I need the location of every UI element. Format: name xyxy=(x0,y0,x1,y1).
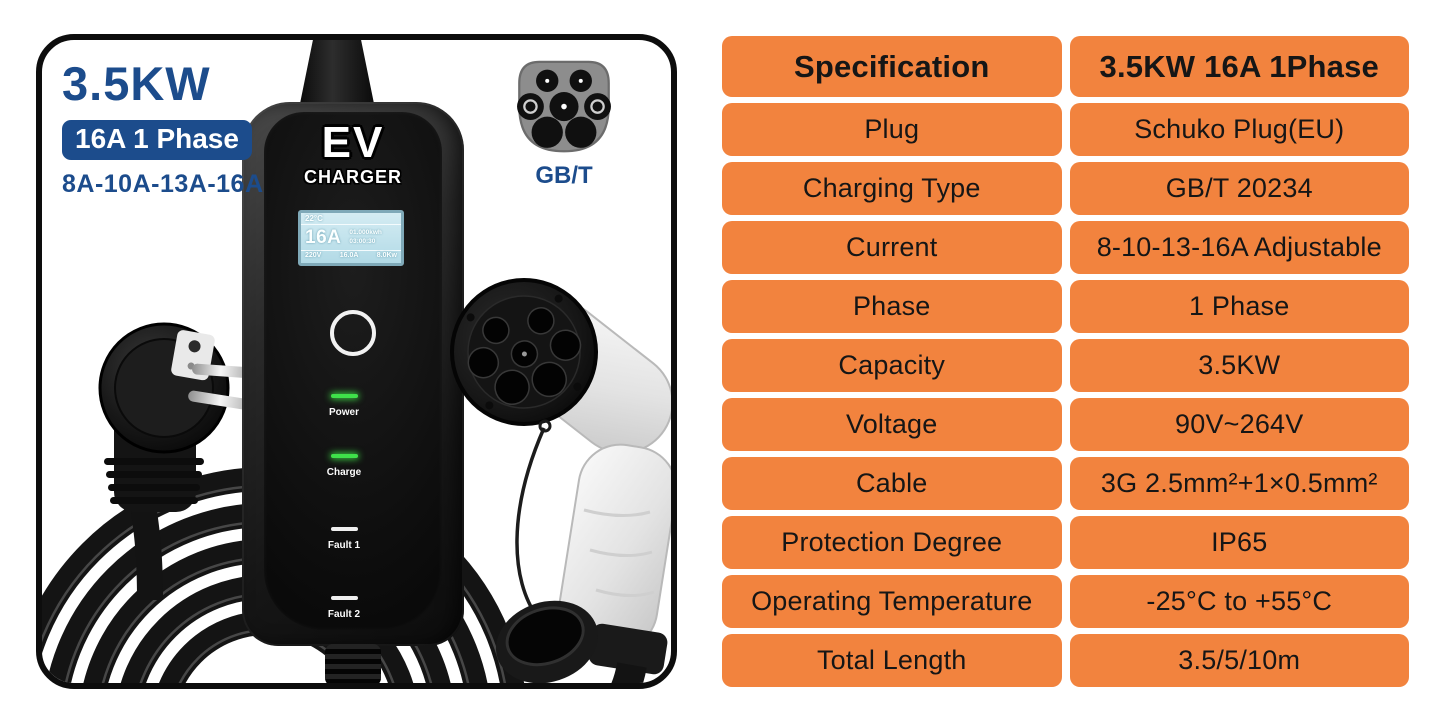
spec-header-row: Specification 3.5KW 16A 1Phase xyxy=(722,36,1409,97)
ev-charger-device: EV CHARGER 22°C 16A 01.000kwh 03:00:30 2… xyxy=(242,102,464,646)
fault1-label: Fault 1 xyxy=(327,540,361,551)
spec-row-capacity: Capacity 3.5KW xyxy=(722,339,1409,392)
gun-face xyxy=(450,278,598,426)
spec-label: Capacity xyxy=(722,339,1062,392)
spec-row-charging-type: Charging Type GB/T 20234 xyxy=(722,162,1409,215)
spec-value: 8-10-13-16A Adjustable xyxy=(1069,221,1409,274)
lcd-energy: 01.000kwh xyxy=(349,228,382,236)
gbt-gun-connector-illustration xyxy=(450,278,671,683)
spec-label: Plug xyxy=(722,103,1062,156)
indicator-charge: Charge xyxy=(314,454,374,480)
fault2-led xyxy=(330,596,358,600)
charge-led xyxy=(330,454,358,458)
device-bottom-connector xyxy=(325,644,381,683)
spec-label: Charging Type xyxy=(722,162,1062,215)
lcd-amperage: 16.0A xyxy=(339,252,359,259)
power-rating-title: 3.5KW xyxy=(62,57,211,110)
product-photo-panel: EV CHARGER 22°C 16A 01.000kwh 03:00:30 2… xyxy=(36,34,677,689)
lcd-power: 8.0Kw xyxy=(376,252,397,259)
spec-value: -25°C to +55°C xyxy=(1069,575,1409,628)
spec-value: 1 Phase xyxy=(1069,280,1409,333)
gbt-connector-icon xyxy=(517,60,611,153)
fault2-label: Fault 2 xyxy=(327,609,361,620)
device-front-face xyxy=(264,112,442,630)
spec-row-voltage: Voltage 90V~264V xyxy=(722,398,1409,451)
spec-row-plug: Plug Schuko Plug(EU) xyxy=(722,103,1409,156)
lcd-temperature: 22°C xyxy=(301,213,401,225)
power-led xyxy=(330,394,358,398)
spec-label: Operating Temperature xyxy=(722,575,1062,628)
spec-header-value: 3.5KW 16A 1Phase xyxy=(1069,36,1409,97)
spec-header-label: Specification xyxy=(722,36,1062,97)
spec-value: 3.5KW xyxy=(1069,339,1409,392)
phase-badge: 16A 1 Phase xyxy=(62,120,252,160)
lcd-display: 22°C 16A 01.000kwh 03:00:30 220V 16.0A 8… xyxy=(298,210,404,266)
current-range-label: 8A-10A-13A-16A xyxy=(62,170,264,198)
charge-label: Charge xyxy=(326,467,362,478)
spec-label: Voltage xyxy=(722,398,1062,451)
spec-label: Protection Degree xyxy=(722,516,1062,569)
spec-row-total-length: Total Length 3.5/5/10m xyxy=(722,634,1409,687)
lcd-voltage: 220V xyxy=(305,252,322,259)
spec-label: Phase xyxy=(722,280,1062,333)
gbt-label: GB/T xyxy=(535,162,593,189)
brand-logo: EV CHARGER xyxy=(242,118,464,188)
indicator-power: Power xyxy=(314,394,374,420)
lcd-time: 03:00:30 xyxy=(349,237,376,245)
product-title-block: 3.5KW 16A 1 Phase 8A-10A-13A-16A xyxy=(62,56,264,199)
spec-value: IP65 xyxy=(1069,516,1409,569)
brand-charger-text: CHARGER xyxy=(303,166,402,187)
dust-cap xyxy=(496,419,598,683)
spec-label: Cable xyxy=(722,457,1062,510)
indicator-fault2: Fault 2 xyxy=(314,596,374,622)
device-button xyxy=(330,310,376,356)
schuko-plug xyxy=(98,322,263,601)
spec-row-phase: Phase 1 Phase xyxy=(722,280,1409,333)
spec-label: Current xyxy=(722,221,1062,274)
connector-type-block: GB/T xyxy=(504,54,624,190)
spec-row-protection-degree: Protection Degree IP65 xyxy=(722,516,1409,569)
spec-label: Total Length xyxy=(722,634,1062,687)
indicator-fault1: Fault 1 xyxy=(314,527,374,553)
spec-value: GB/T 20234 xyxy=(1069,162,1409,215)
spec-row-cable: Cable 3G 2.5mm²+1×0.5mm² xyxy=(722,457,1409,510)
fault1-led xyxy=(330,527,358,531)
brand-ev-text: EV xyxy=(321,118,385,167)
lcd-energy-time: 01.000kwh 03:00:30 xyxy=(349,229,382,247)
power-label: Power xyxy=(328,407,359,418)
spec-value: 3.5/5/10m xyxy=(1069,634,1409,687)
spec-value: 3G 2.5mm²+1×0.5mm² xyxy=(1069,457,1409,510)
specification-table: Specification 3.5KW 16A 1Phase Plug Schu… xyxy=(722,36,1409,687)
spec-value: 90V~264V xyxy=(1069,398,1409,451)
lcd-current: 16A xyxy=(305,226,342,248)
spec-value: Schuko Plug(EU) xyxy=(1069,103,1409,156)
spec-row-current: Current 8-10-13-16A Adjustable xyxy=(722,221,1409,274)
spec-row-operating-temperature: Operating Temperature -25°C to +55°C xyxy=(722,575,1409,628)
charger-input-cable xyxy=(298,40,376,112)
